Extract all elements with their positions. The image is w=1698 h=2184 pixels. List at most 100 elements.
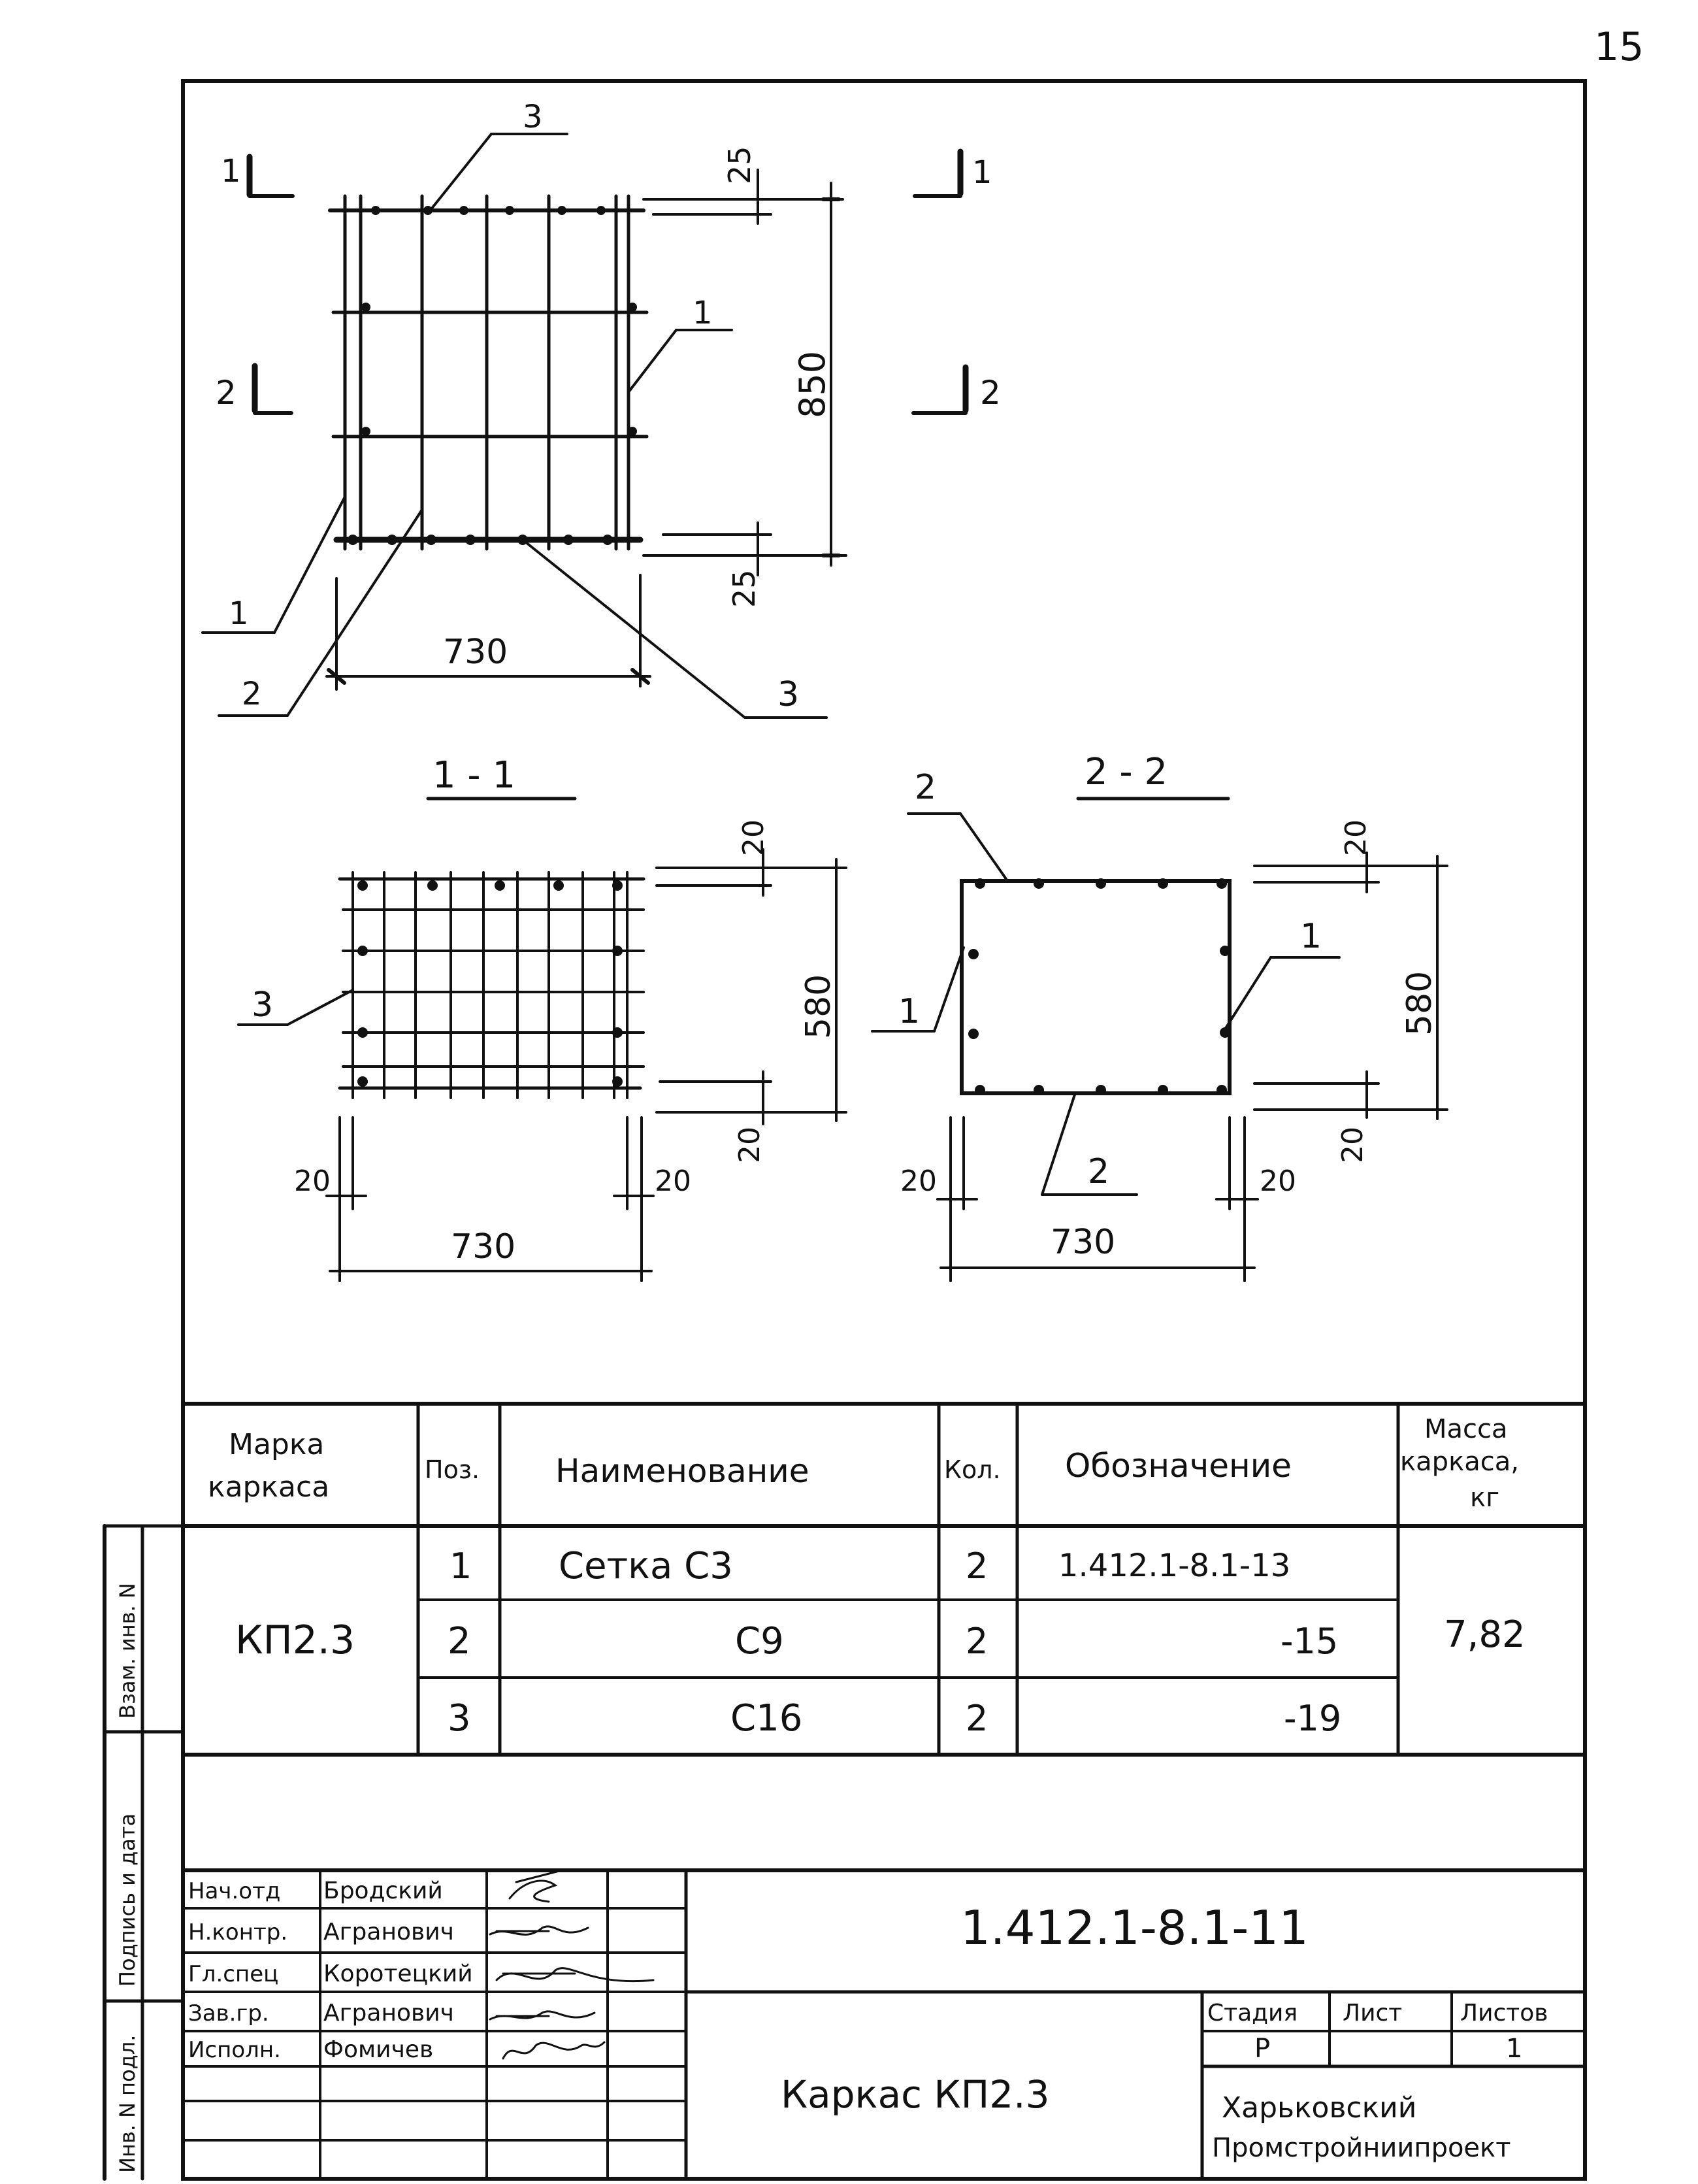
svg-text:3: 3 — [448, 1697, 471, 1740]
svg-text:1: 1 — [972, 154, 992, 191]
header-mass-line-3: кг — [1470, 1483, 1499, 1513]
svg-text:2: 2 — [980, 374, 1001, 412]
section-2-2-dim-bottom: 20 — [1336, 1127, 1369, 1163]
frame-mass: 7,82 — [1444, 1613, 1526, 1656]
plan-dim-vertical: 25 850 25 — [642, 146, 847, 608]
callout-3-bottom: 3 — [521, 538, 828, 719]
side-label-replace-inv: Взам. инв. N — [115, 1583, 140, 1719]
section-1-1: 1 - 1 3 — [237, 754, 847, 1282]
section-1-1-dim-bottom: 20 — [733, 1127, 766, 1163]
section-2-2-dim-right: 20 — [1260, 1165, 1296, 1198]
section-2-2-callout-2-top: 2 — [915, 768, 936, 807]
svg-text:-19: -19 — [1284, 1698, 1341, 1739]
header-mark-line-2: каркаса — [208, 1470, 329, 1504]
callout-1-left: 1 — [201, 495, 346, 634]
svg-text:Сетка С3: Сетка С3 — [559, 1545, 733, 1587]
name-head-dept: Бродский — [323, 1878, 443, 1904]
name-executor: Фомичев — [323, 2036, 433, 2063]
svg-text:2: 2 — [242, 676, 262, 712]
section-1-1-callout: 3 — [252, 985, 273, 1025]
plan-dim-height: 850 — [792, 351, 833, 418]
svg-text:С9: С9 — [735, 1620, 784, 1663]
header-code: Обозначение — [1065, 1447, 1292, 1485]
sheets-value: 1 — [1506, 2034, 1522, 2064]
section-1-1-dim-right: 20 — [655, 1165, 691, 1198]
side-label-signature-date: Подпись и дата — [115, 1813, 140, 1987]
svg-text:-15: -15 — [1281, 1621, 1338, 1662]
svg-text:2: 2 — [966, 1698, 988, 1739]
name-norm-control: Агранович — [323, 1919, 454, 1945]
svg-text:С16: С16 — [730, 1697, 802, 1740]
section-2-2-callout-2-bottom: 2 — [1088, 1152, 1109, 1191]
spec-table: Марка каркаса Поз. Наименование Кол. Обо… — [181, 1402, 1587, 1757]
side-strip: Взам. инв. N Подпись и дата Инв. N подл. — [103, 1524, 185, 2181]
section-2-2-title: 2 - 2 — [1085, 751, 1167, 793]
name-group-head: Агранович — [323, 2000, 454, 2027]
stage-value: Р — [1254, 2034, 1270, 2064]
section-2-2-dots — [968, 878, 1230, 1095]
role-group-head: Зав.гр. — [188, 2000, 269, 2027]
role-norm-control: Н.контр. — [188, 1919, 287, 1945]
page-number: 15 — [1594, 24, 1644, 70]
svg-text:2: 2 — [966, 1546, 988, 1587]
header-pos: Поз. — [425, 1455, 480, 1484]
section-2-2-dim-left: 20 — [900, 1165, 937, 1198]
section-1-1-dim-width: 730 — [451, 1227, 515, 1266]
plan-dim-bottom: 25 — [727, 569, 762, 608]
plan-dim-horizontal: 730 — [325, 574, 651, 691]
stage-header: Стадия — [1207, 2000, 1298, 2027]
table-row: 1 Сетка С3 2 1.412.1-8.1-13 — [449, 1545, 1290, 1587]
header-name: Наименование — [555, 1452, 809, 1490]
callout-2-left: 2 — [218, 508, 423, 717]
organization-line-2: Промстройниипроект — [1212, 2133, 1511, 2163]
section-mark-2-right: 2 — [911, 364, 1001, 415]
name-chief-spec: Коротецкий — [323, 1961, 473, 1987]
signatures — [489, 1869, 655, 2060]
svg-text:2: 2 — [966, 1621, 988, 1662]
svg-text:1.412.1-8.1-13: 1.412.1-8.1-13 — [1058, 1547, 1290, 1584]
svg-text:3: 3 — [777, 675, 799, 714]
section-1-1-title: 1 - 1 — [433, 754, 515, 797]
header-mass-line-2: каркаса, — [1400, 1447, 1519, 1477]
header-mark-line-1: Марка — [229, 1428, 324, 1461]
svg-text:2: 2 — [448, 1620, 471, 1663]
section-2-2: 2 - 2 2 1 1 2 — [871, 751, 1448, 1282]
table-row: 3 С16 2 -19 — [448, 1697, 1341, 1740]
frame-mark: КП2.3 — [235, 1617, 355, 1663]
drawing-title: Каркас КП2.3 — [781, 2072, 1049, 2117]
section-mark-2-left: 2 — [216, 363, 293, 415]
document-code: 1.412.1-8.1-11 — [960, 1900, 1309, 1955]
sheet-header: Лист — [1343, 2000, 1402, 2027]
callout-3-top: 3 — [430, 99, 568, 210]
role-chief-spec: Гл.спец — [188, 1961, 278, 1987]
table-row: 2 С9 2 -15 — [448, 1620, 1338, 1663]
section-2-2-callout-1-left: 1 — [898, 992, 920, 1031]
svg-text:2: 2 — [216, 374, 237, 412]
section-1-1-dim-height: 580 — [799, 974, 838, 1039]
section-1-1-dim-left: 20 — [294, 1165, 331, 1198]
section-1-1-dots — [357, 880, 623, 1087]
svg-text:1: 1 — [693, 295, 713, 331]
section-mark-1-right: 1 — [913, 148, 992, 198]
svg-text:1: 1 — [221, 153, 241, 190]
role-head-dept: Нач.отд — [188, 1878, 280, 1904]
plan-rod-dots — [348, 206, 637, 545]
section-2-2-frame — [960, 879, 1232, 1095]
section-1-1-dim-top: 20 — [737, 819, 770, 856]
sheets-header: Листов — [1460, 2000, 1548, 2027]
plan-view: 1 1 2 2 3 1 — [201, 99, 1001, 719]
header-qty: Кол. — [944, 1455, 1001, 1484]
side-label-orig-inv: Инв. N подл. — [115, 2035, 140, 2173]
section-mark-1-left: 1 — [221, 153, 295, 198]
role-executor: Исполн. — [188, 2037, 281, 2063]
section-2-2-callout-1-right: 1 — [1300, 917, 1322, 956]
section-2-2-dim-top: 20 — [1339, 819, 1373, 856]
callout-1-right: 1 — [627, 295, 733, 393]
plan-dim-top: 25 — [722, 146, 757, 184]
svg-text:3: 3 — [523, 99, 543, 135]
title-block: Нач.отд Н.контр. Гл.спец Зав.гр. Исполн.… — [181, 1868, 1587, 2181]
header-mass-line-1: Масса — [1424, 1414, 1508, 1444]
section-2-2-dim-height: 580 — [1400, 971, 1439, 1036]
organization-line-1: Харьковский — [1222, 2091, 1416, 2125]
